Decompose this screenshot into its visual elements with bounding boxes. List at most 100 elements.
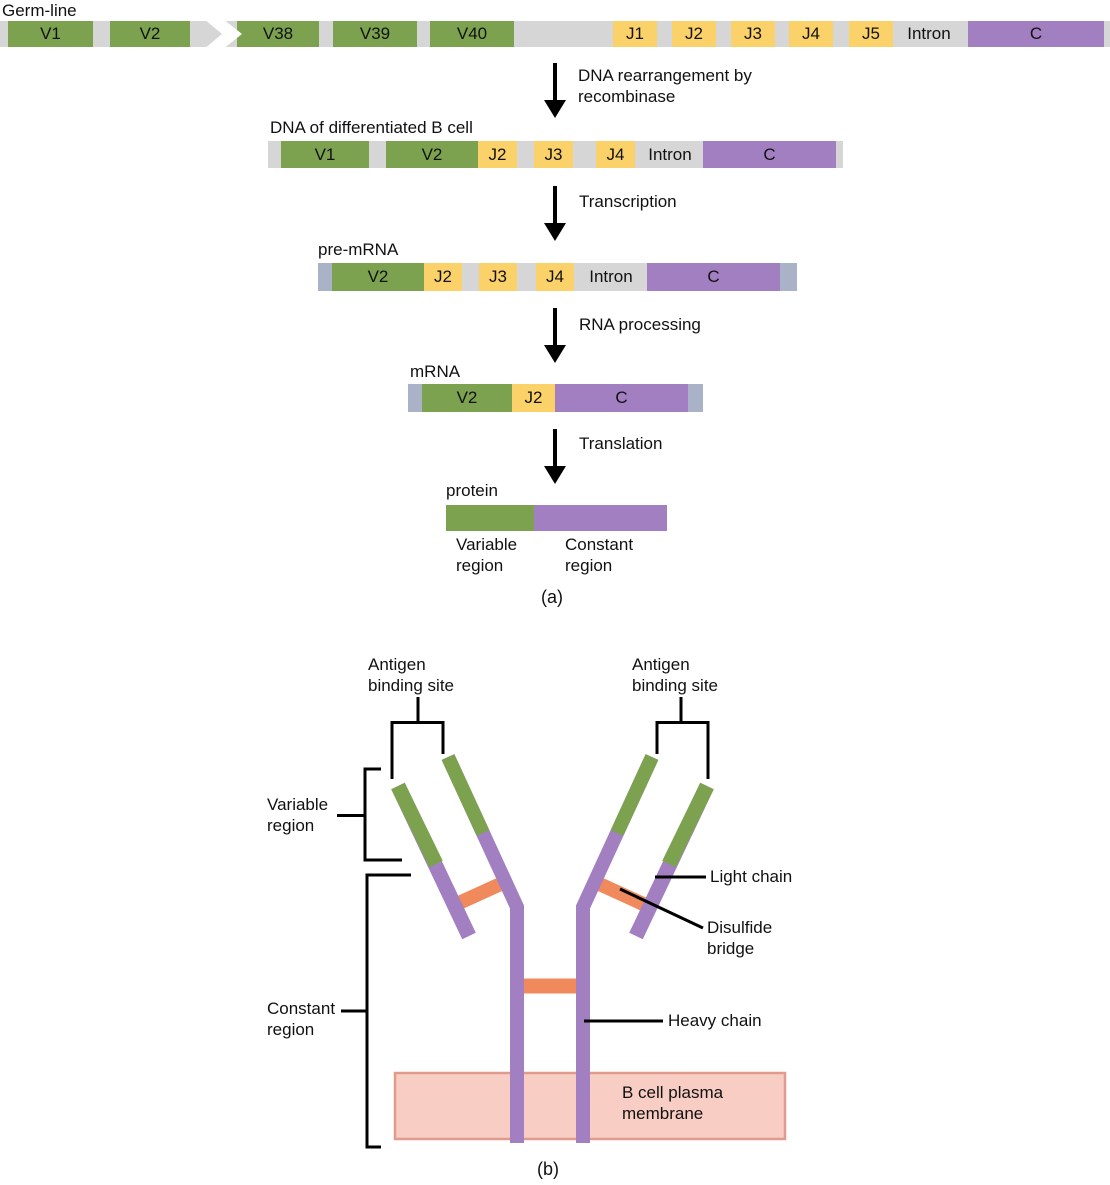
protein-variable-region	[446, 505, 534, 531]
variable-region-tips	[391, 754, 714, 868]
segment-label: J2	[488, 144, 507, 164]
segment-label: J3	[744, 24, 762, 43]
germline-segment-j5: J5	[849, 21, 893, 47]
disulfide-bridge-left	[445, 875, 508, 915]
germline-segment-v38: V38	[237, 21, 319, 47]
antigen-binding-bracket-right	[655, 697, 710, 779]
mrna-segment-j2: J2	[512, 384, 555, 412]
germline-segment-j1: J1	[613, 21, 657, 47]
light-chain-left-constant	[391, 782, 476, 940]
mrna-bar: V2 J2 C	[408, 384, 703, 412]
constant-region-label-a: Constant region	[565, 535, 634, 575]
light-chains	[391, 782, 714, 940]
premrna-segment-j2: J2	[424, 263, 462, 291]
light-chain-label: Light chain	[710, 867, 793, 886]
transcription-step-label: Transcription	[579, 192, 677, 211]
antigen-binding-bracket-left	[390, 697, 445, 779]
mrna-cap-left	[408, 384, 422, 412]
segment-label: V39	[359, 24, 391, 43]
segment-label: C	[763, 144, 776, 164]
light-chain-left-variable	[391, 782, 443, 868]
segment-label: J1	[626, 24, 644, 43]
arrowhead	[544, 100, 566, 118]
segment-label: J4	[546, 267, 564, 286]
recombination-step-label: DNA rearrangement by recombinase	[578, 66, 752, 106]
segment-label: V2	[367, 267, 389, 286]
disulfide-bridges	[445, 875, 655, 994]
arrowhead	[544, 345, 566, 363]
segment-label: J3	[489, 267, 507, 286]
premrna-segment-c: C	[647, 263, 780, 291]
bcell-segment-j2: J2	[478, 141, 517, 168]
bcell-segment-intron: Intron	[638, 141, 702, 168]
premrna-segment-j4: J4	[536, 263, 574, 291]
mrna-label: mRNA	[410, 362, 461, 381]
premrna-segment-j3: J3	[479, 263, 517, 291]
bcell-dna-label: DNA of differentiated B cell	[270, 118, 473, 137]
variable-region-label-a: Variable region	[456, 535, 518, 575]
mrna-segment-v2: V2	[422, 384, 512, 412]
segment-label: J4	[606, 144, 625, 164]
translation-step-label: Translation	[579, 434, 663, 453]
segment-label: V2	[139, 24, 161, 43]
segment-label: V2	[456, 388, 478, 407]
segment-label: J2	[524, 388, 543, 407]
pointer-lines	[584, 875, 706, 1023]
antigen-binding-site-label-right: Antigen binding site	[632, 655, 719, 695]
premrna-bar: V2 J2 J3 J4 Intron C	[318, 263, 797, 291]
segment-label: V1	[314, 144, 336, 164]
germline-segment-j4: J4	[789, 21, 833, 47]
mrna-cap-right	[688, 384, 703, 412]
premrna-cap-left	[318, 263, 332, 291]
bcell-segment-c: C	[703, 141, 836, 168]
bcell-segment-v1: V1	[281, 141, 369, 168]
segment-label: V38	[262, 24, 294, 43]
premrna-label: pre-mRNA	[318, 240, 399, 259]
caption-b: (b)	[537, 1159, 559, 1179]
premrna-cap-right	[780, 263, 797, 291]
premrna-segment-intron: Intron	[576, 263, 646, 291]
protein-bar	[446, 505, 667, 531]
bcell-dna-bar: V1 V2 J2 J3 J4 Intron C	[268, 141, 843, 168]
caption-a: (a)	[541, 587, 563, 607]
germline-segment-j3: J3	[731, 21, 775, 47]
rna-processing-step-label: RNA processing	[579, 315, 701, 334]
antigen-binding-site-label-left: Antigen binding site	[368, 655, 455, 695]
germline-dna-bar: V1 V2 V38 V39 V40 J1 J2 J3 J4 J5 Intron …	[0, 21, 1110, 47]
segment-label: C	[615, 388, 628, 407]
segment-label: V40	[456, 24, 488, 43]
variable-region-label-b: Variable region	[267, 795, 329, 835]
segment-label: C	[707, 267, 720, 286]
heavy-chain-left-variable	[441, 754, 490, 836]
constant-region-label-b: Constant region	[267, 999, 336, 1039]
arrowhead	[544, 466, 566, 484]
disulfide-bridge-right	[592, 875, 655, 915]
brackets	[337, 697, 710, 1149]
segment-label: Intron	[907, 24, 951, 43]
segment-label: J2	[685, 24, 703, 43]
segment-label: Intron	[648, 144, 692, 164]
heavy-chain-left-shape	[441, 754, 524, 1143]
germline-segment-j2: J2	[672, 21, 716, 47]
heavy-chain-right-variable	[610, 754, 659, 836]
germline-segment-v39: V39	[333, 21, 417, 47]
germline-segment-intron: Intron	[896, 21, 962, 47]
bcell-segment-v2: V2	[386, 141, 478, 168]
germline-segment-v1: V1	[8, 21, 93, 47]
heavy-chain-label: Heavy chain	[668, 1011, 762, 1030]
segment-label: J5	[862, 24, 880, 43]
light-chain-right-constant	[629, 782, 714, 940]
bcell-segment-j3: J3	[534, 141, 573, 168]
mrna-segment-c: C	[555, 384, 688, 412]
germline-segment-v40: V40	[430, 21, 514, 47]
membrane-label: B cell plasma membrane	[622, 1083, 724, 1123]
disulfide-bridge-pointer	[619, 887, 704, 930]
segment-label: J3	[544, 144, 563, 164]
segment-label: J2	[434, 267, 452, 286]
segment-label: V2	[421, 144, 443, 164]
segment-label: C	[1029, 24, 1043, 43]
protein-label: protein	[446, 481, 498, 500]
protein-constant-region	[534, 505, 667, 531]
variable-region-bracket	[337, 767, 402, 862]
